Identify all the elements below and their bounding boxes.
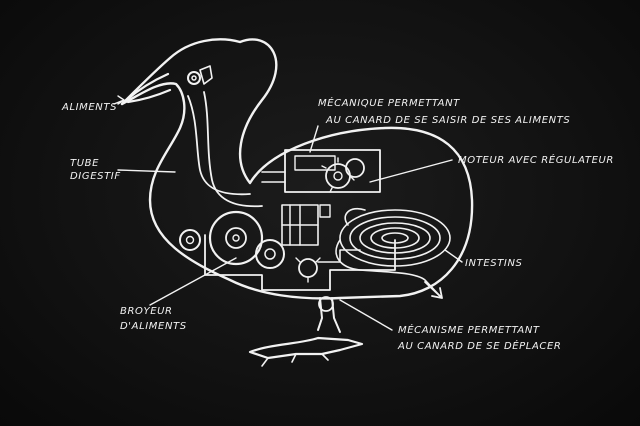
grinder-wheel-small — [255, 239, 285, 269]
leader-tube — [117, 169, 176, 173]
label-mecanique-line2: au canard de se saisir de ses aliments — [326, 115, 571, 126]
intestines-coil — [335, 207, 451, 297]
duck-body-outline — [120, 38, 474, 300]
motor-block — [284, 149, 381, 193]
lower-gear — [298, 258, 318, 278]
internal-frame — [204, 234, 396, 291]
label-mecanique-line1: Mécanique permettant — [318, 98, 460, 109]
duck-neck-inner — [187, 95, 251, 196]
grinder-wheel-large — [208, 210, 264, 266]
leader-intestins — [444, 249, 463, 263]
label-deplacement-line2: au canard de se déplacer — [398, 341, 562, 352]
label-tube-line1: Tube — [70, 158, 100, 169]
label-broyeur-line2: d'aliments — [120, 321, 187, 332]
label-broyeur-line1: Broyeur — [120, 306, 173, 317]
leader-mecanique — [309, 125, 319, 153]
grinder-wheel-left — [179, 229, 201, 251]
leader-aliments — [113, 95, 125, 105]
label-tube-line2: digestif — [70, 171, 121, 182]
leader-broyeur — [149, 257, 237, 306]
label-aliments: Aliments — [62, 102, 118, 113]
label-moteur: Moteur avec régulateur — [458, 155, 614, 166]
duck-leg — [317, 297, 341, 333]
label-intestins: Intestins — [465, 258, 523, 269]
duck-beak — [120, 72, 172, 106]
exit-arrow — [424, 281, 443, 299]
label-deplacement-line1: Mécanisme permettant — [398, 325, 540, 336]
duck-eye-gear — [187, 71, 201, 85]
motor-gear-2 — [345, 158, 365, 178]
leader-moteur — [369, 159, 453, 183]
leader-deplacement — [339, 299, 393, 331]
duck-foot — [248, 336, 364, 360]
digestive-tube — [203, 91, 263, 208]
